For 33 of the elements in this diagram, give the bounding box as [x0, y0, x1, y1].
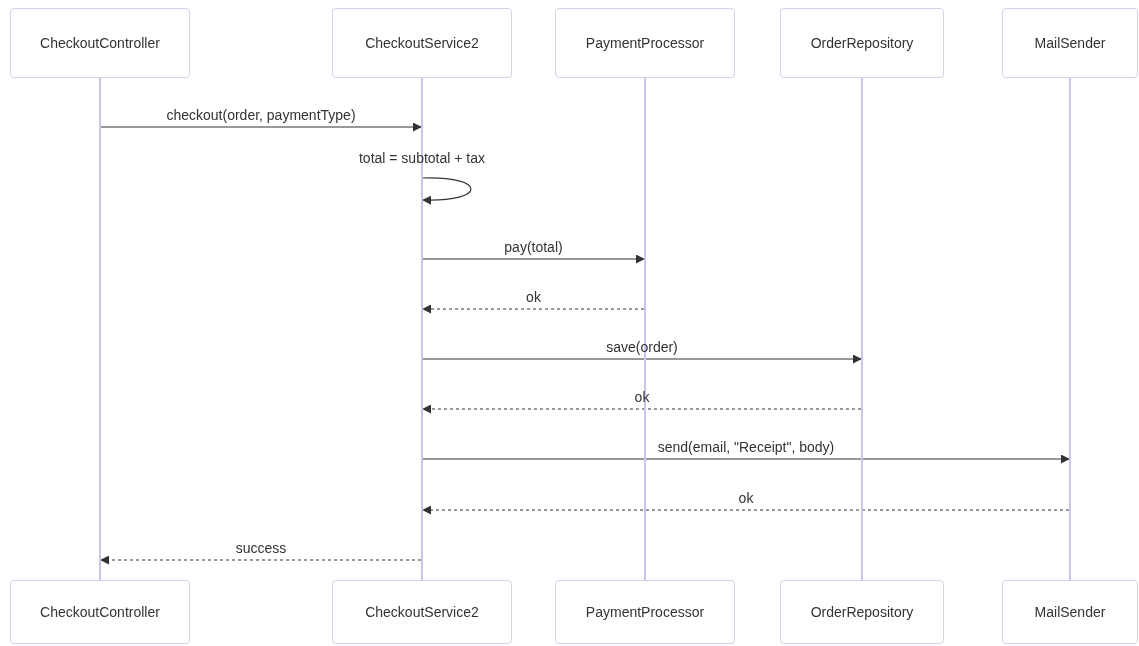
message-arrow — [422, 354, 862, 364]
edge-label: save(order) — [606, 339, 678, 355]
participant-box: PaymentProcessor — [555, 580, 735, 644]
return-arrow — [100, 555, 422, 565]
participant-box: OrderRepository — [780, 8, 944, 78]
edge-label: send(email, "Receipt", body) — [657, 439, 835, 455]
return-arrow — [422, 304, 645, 314]
participant-box: CheckoutController — [10, 8, 190, 78]
participant-box: OrderRepository — [780, 580, 944, 644]
self-message-arrow — [422, 177, 472, 205]
lifeline — [421, 78, 423, 580]
message-arrow — [100, 122, 422, 132]
return-arrow — [422, 404, 862, 414]
lifeline — [861, 78, 863, 580]
return-arrow — [422, 505, 1070, 515]
edge-label: checkout(order, paymentType) — [166, 107, 356, 123]
edge-label: pay(total) — [504, 239, 563, 255]
edge-label: total = subtotal + tax — [358, 150, 486, 166]
participant-box: PaymentProcessor — [555, 8, 735, 78]
participant-box: CheckoutController — [10, 580, 190, 644]
edge-label: ok — [634, 389, 650, 405]
participant-box: CheckoutService2 — [332, 8, 512, 78]
message-arrow — [422, 454, 1070, 464]
participant-box: MailSender — [1002, 580, 1138, 644]
lifeline — [644, 78, 646, 580]
edge-label: ok — [526, 289, 541, 305]
edge-label: ok — [738, 490, 754, 506]
participant-box: MailSender — [1002, 8, 1138, 78]
lifeline — [99, 78, 101, 580]
edge-label: success — [235, 540, 287, 556]
participant-box: CheckoutService2 — [332, 580, 512, 644]
message-arrow — [422, 254, 645, 264]
lifeline — [1069, 78, 1071, 580]
